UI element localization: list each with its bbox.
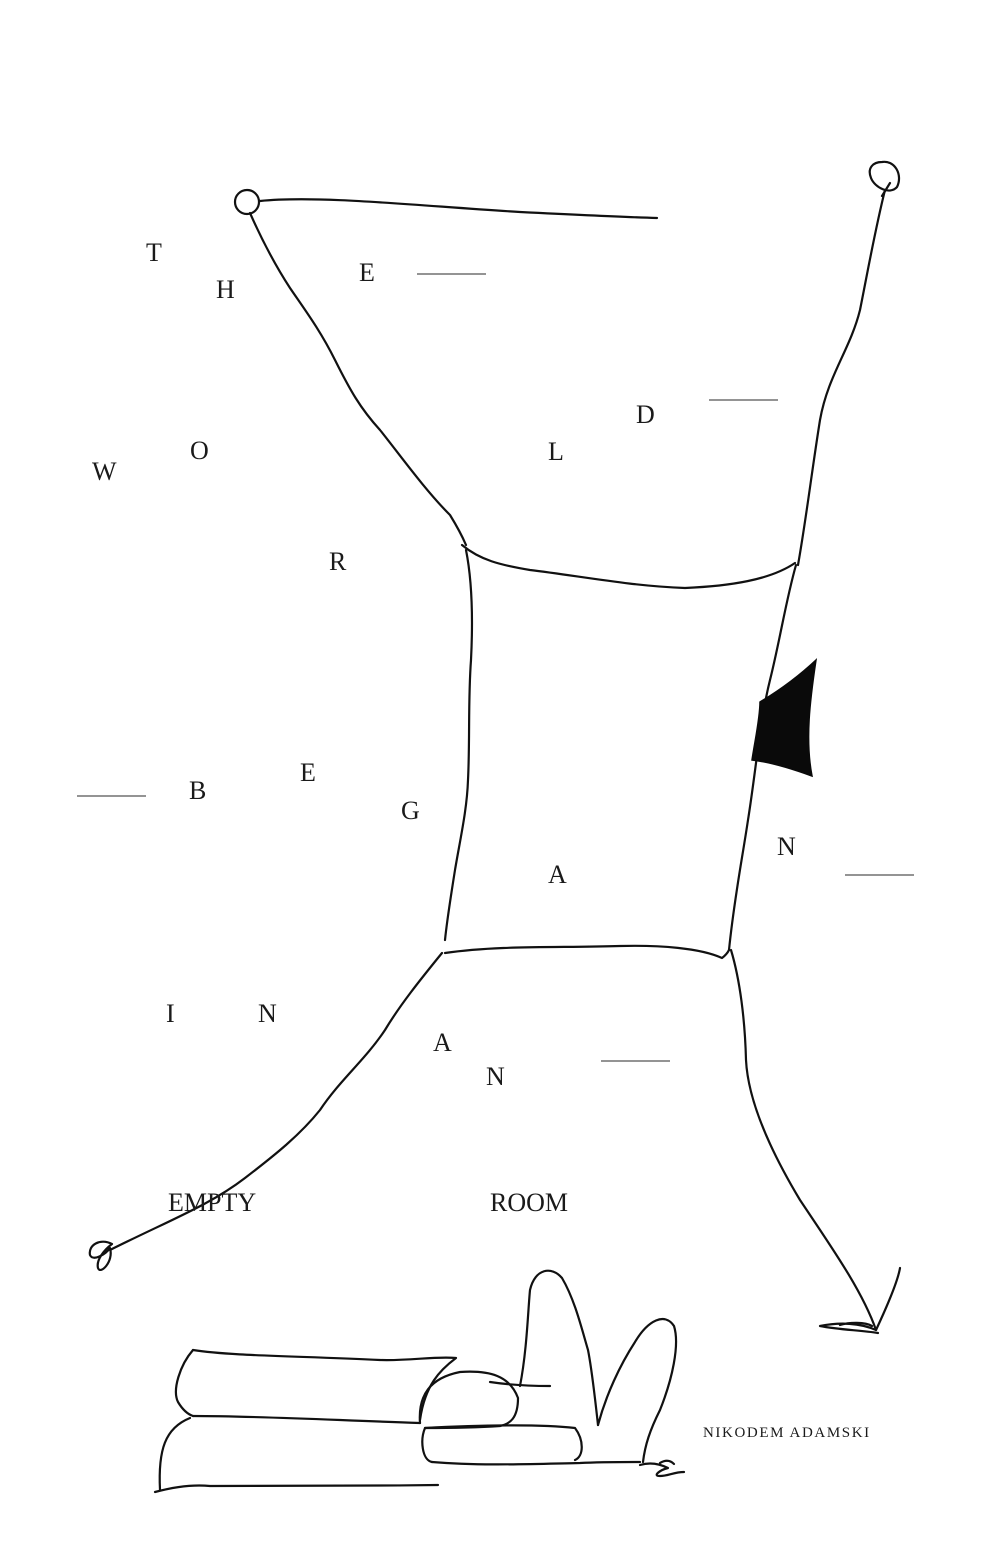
letter-n: N (777, 832, 796, 861)
letter-a: A (548, 860, 567, 889)
torso-left (443, 548, 474, 942)
sofa-seat-front-top (423, 1424, 583, 1462)
sofa-back-left (174, 1348, 195, 1418)
hand-foot-doodle (638, 1459, 686, 1478)
letter-h: H (216, 275, 235, 304)
letter-e: E (300, 758, 316, 787)
hand-finger-right (596, 1318, 678, 1464)
left-arm-line (248, 211, 468, 547)
letter-a: A (433, 1028, 452, 1057)
letter-o: O (190, 436, 209, 465)
right-hand-loop (868, 160, 901, 192)
letter-b: B (189, 776, 207, 805)
letter-d: D (636, 400, 655, 429)
letter-e: E (359, 258, 375, 287)
left-hand-line (258, 198, 659, 220)
author-name: NIKODEM ADAMSKI (703, 1425, 871, 1441)
left-foot-line (88, 1240, 114, 1271)
right-leg-line (729, 948, 878, 1332)
letter-g: G (401, 796, 420, 825)
sofa-seat-left (158, 1416, 192, 1492)
letter-t: T (146, 238, 162, 267)
sofa-arm-cushion (418, 1370, 520, 1464)
word-empty: EMPTY (168, 1188, 257, 1217)
letter-r: R (329, 547, 347, 576)
letter-w: W (92, 457, 117, 486)
hand-finger-left (518, 1269, 600, 1427)
right-arm-line (796, 188, 887, 567)
sofa-bottom-line (153, 1483, 440, 1494)
letter-n: N (258, 999, 277, 1028)
sofa-seat-front (430, 1460, 642, 1466)
sofa-seat-line (191, 1414, 422, 1425)
torso-top (460, 543, 797, 590)
letter-i: I (166, 999, 175, 1028)
left-hand-circle (233, 188, 261, 216)
torso-bottom (443, 944, 731, 960)
sofa-back-cushion (191, 1348, 458, 1422)
black-flag-shape (751, 657, 818, 778)
right-foot-line (818, 1266, 902, 1335)
letter-l: L (548, 437, 564, 466)
word-room: ROOM (490, 1188, 569, 1217)
letter-n: N (486, 1062, 505, 1091)
right-hand-stroke (880, 181, 892, 198)
left-leg-line (108, 951, 444, 1252)
